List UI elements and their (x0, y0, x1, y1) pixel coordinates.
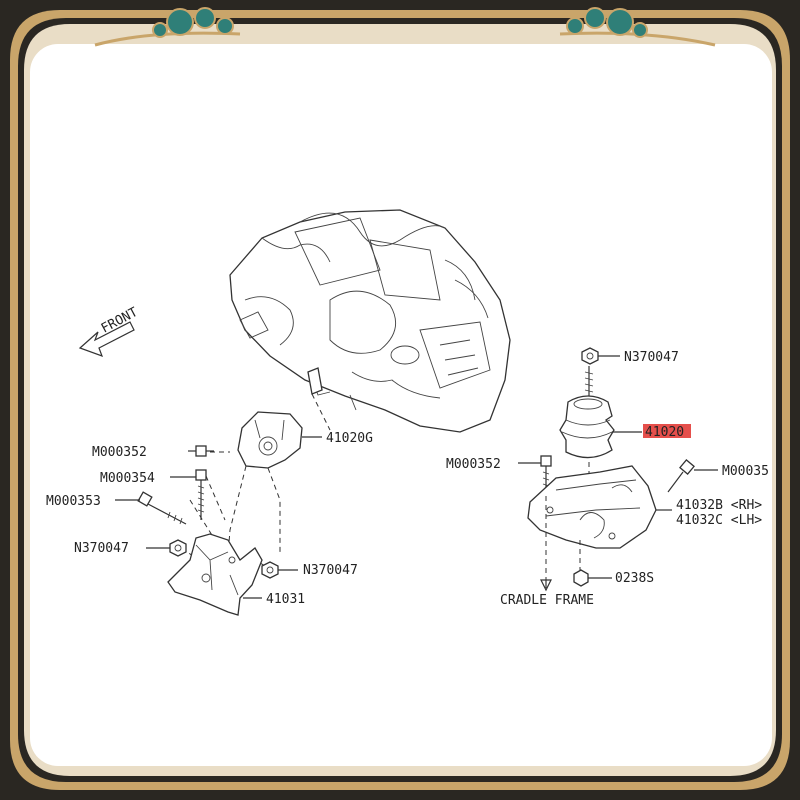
nut-n370047-top-icon (581, 347, 599, 365)
label-cradle-frame: CRADLE FRAME (500, 593, 594, 608)
label-m000352-right: M000352 (446, 457, 501, 472)
cloud-ornament-right-icon (559, 7, 716, 47)
label-m000352-left: M000352 (92, 445, 147, 460)
highlight-41020 (643, 424, 691, 438)
label-41032b: 41032B <RH> (676, 498, 762, 513)
label-n370047-right: N370047 (303, 563, 358, 578)
bolt-m000354-icon (195, 469, 207, 520)
label-n370047-top: N370047 (624, 350, 679, 365)
nut-n370047-right-icon (261, 561, 279, 579)
left-mount-assembly (115, 367, 331, 616)
bolt-m00035-icon (667, 459, 695, 493)
nut-n370047-left-icon (169, 539, 187, 557)
right-mount-assembly (518, 347, 718, 592)
engine-mount-41020-icon (559, 395, 615, 459)
front-arrow-icon (78, 321, 135, 358)
bolt-m000353-icon (137, 491, 187, 525)
engine-illustration (229, 209, 511, 433)
bolt-m000352-right-icon (540, 455, 552, 488)
label-m00035: M00035 (722, 464, 769, 479)
cloud-ornament-left-icon (94, 7, 241, 47)
nut-0238s-icon (573, 569, 589, 587)
label-41020: 41020 (645, 425, 684, 440)
label-m000354: M000354 (100, 471, 155, 486)
label-m000353: M000353 (46, 494, 101, 509)
label-41032c: 41032C <LH> (676, 513, 762, 528)
label-41031: 41031 (266, 592, 305, 607)
label-0238s: 0238S (615, 571, 654, 586)
label-41020g: 41020G (326, 431, 373, 446)
label-n370047-left: N370047 (74, 541, 129, 556)
